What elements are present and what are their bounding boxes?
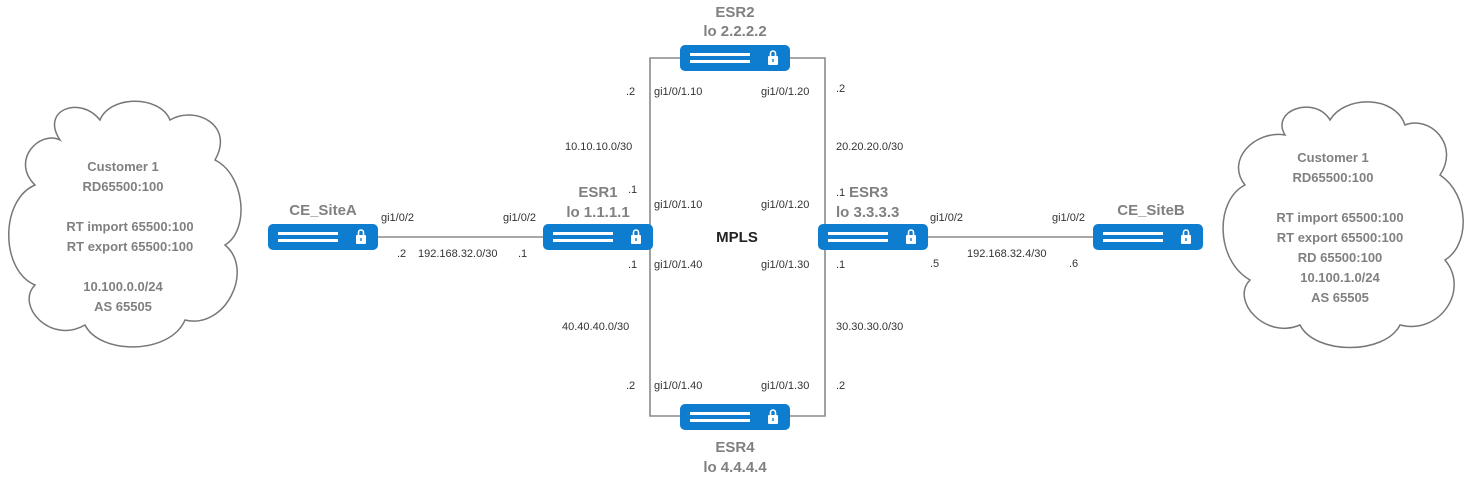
- esr3-ip-to-ceb: .5: [930, 258, 939, 270]
- esr3-lo: lo 3.3.3.3: [836, 204, 899, 221]
- esr4-gi1013-label: gi1/0/1.30: [761, 380, 809, 392]
- subnet-cea-esr1: 192.168.32.0/30: [418, 248, 498, 260]
- cloud-b-line-5: RD 65500:100: [1298, 250, 1383, 265]
- link-esr3-esr4: [790, 249, 826, 417]
- esr2-ip-to-esr1: .2: [626, 86, 635, 98]
- cloud-a-line-3: RT import 65500:100: [66, 219, 193, 234]
- esr3-ip-to-esr2: .1: [836, 187, 845, 199]
- ceb-interface-label: gi1/0/2: [1052, 212, 1085, 224]
- cloud-b-line-3: RT import 65500:100: [1276, 210, 1403, 225]
- esr3-gi1013-label: gi1/0/1.30: [761, 259, 809, 271]
- cloud-b-line-7: AS 65505: [1311, 290, 1369, 305]
- esr1-lo: lo 1.1.1.1: [566, 204, 629, 221]
- cea-interface-label: gi1/0/2: [381, 212, 414, 224]
- esr1-gi102-label: gi1/0/2: [503, 212, 536, 224]
- customer-cloud-site-a: [8, 100, 242, 348]
- esr1-ip-to-esr2: .1: [628, 184, 637, 196]
- esr3-ip-to-esr4: .1: [836, 259, 845, 271]
- ceb-ip-label: .6: [1069, 258, 1078, 270]
- cloud-b-line-1: Customer 1: [1297, 150, 1369, 165]
- esr1-name: ESR1: [578, 184, 617, 201]
- esr4-name: ESR4: [715, 439, 755, 456]
- esr2-lo: lo 2.2.2.2: [703, 23, 766, 40]
- link-esr1-esr2: [649, 57, 683, 225]
- esr4-ip-to-esr3: .2: [836, 380, 845, 392]
- cloud-a-line-1: Customer 1: [87, 159, 159, 174]
- esr1-ip-to-esr4: .1: [628, 259, 637, 271]
- link-esr2-esr3: [790, 57, 826, 225]
- esr3-gi102-label: gi1/0/2: [930, 212, 963, 224]
- subnet-esr1-esr2: 10.10.10.0/30: [565, 141, 632, 153]
- ce-site-b-name: CE_SiteB: [1117, 202, 1185, 219]
- esr2-gi1011-label: gi1/0/1.10: [654, 86, 702, 98]
- esr1-ip-to-cea: .1: [518, 248, 527, 260]
- router-ce-site-b[interactable]: [1092, 223, 1204, 251]
- link-esr1-esr4: [649, 249, 683, 417]
- subnet-esr3-ceb: 192.168.32.4/30: [967, 248, 1047, 260]
- esr3-name: ESR3: [849, 184, 888, 201]
- cloud-a-line-2: RD65500:100: [83, 179, 164, 194]
- esr4-lo: lo 4.4.4.4: [703, 459, 767, 476]
- esr3-gi1012-label: gi1/0/1.20: [761, 199, 809, 211]
- esr2-gi1012-label: gi1/0/1.20: [761, 86, 809, 98]
- router-ce-site-a[interactable]: [267, 223, 379, 251]
- cea-ip-label: .2: [397, 248, 406, 260]
- esr2-name: ESR2: [715, 4, 754, 21]
- ce-site-a-name: CE_SiteA: [289, 202, 357, 219]
- router-esr2[interactable]: [679, 44, 791, 72]
- cloud-b-line-4: RT export 65500:100: [1277, 230, 1403, 245]
- cloud-b-line-2: RD65500:100: [1293, 170, 1374, 185]
- subnet-esr3-esr4: 30.30.30.0/30: [836, 321, 903, 333]
- esr1-gi1014-label: gi1/0/1.40: [654, 259, 702, 271]
- router-esr3[interactable]: [817, 223, 929, 251]
- customer-cloud-site-b: [1222, 101, 1464, 349]
- router-esr4[interactable]: [679, 403, 791, 431]
- esr4-ip-to-esr1: .2: [626, 380, 635, 392]
- cloud-a-line-5: 10.100.0.0/24: [83, 279, 163, 294]
- router-esr1[interactable]: [542, 223, 654, 251]
- cloud-a-line-6: AS 65505: [94, 299, 152, 314]
- cloud-b-line-6: 10.100.1.0/24: [1300, 270, 1380, 285]
- esr4-gi1014-label: gi1/0/1.40: [654, 380, 702, 392]
- subnet-esr1-esr4: 40.40.40.0/30: [562, 321, 629, 333]
- cloud-a-line-4: RT export 65500:100: [67, 239, 193, 254]
- esr2-ip-to-esr3: .2: [836, 83, 845, 95]
- esr1-gi1011-label: gi1/0/1.10: [654, 199, 702, 211]
- subnet-esr2-esr3: 20.20.20.0/30: [836, 141, 903, 153]
- mpls-label: MPLS: [716, 229, 758, 246]
